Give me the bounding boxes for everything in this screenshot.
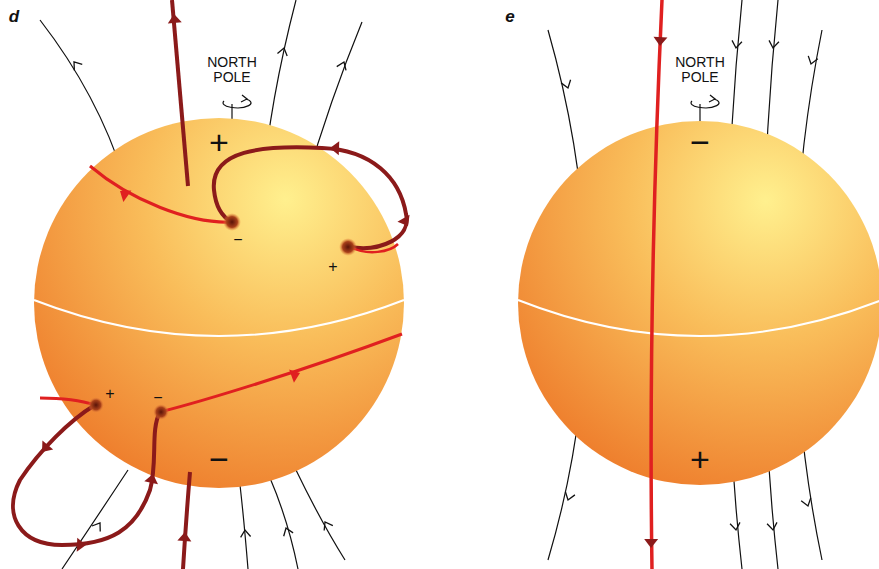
panel-letter: e (505, 8, 514, 27)
polarity-sign: + (690, 441, 710, 478)
polarity-sign: + (328, 258, 337, 276)
polarity-sign: − (209, 441, 229, 478)
pole-label: NORTH POLE (200, 55, 264, 86)
polarity-sign: − (153, 389, 162, 407)
polarity-sign: + (105, 385, 114, 403)
panel-letter: d (9, 8, 19, 27)
polarity-sign: + (209, 124, 229, 161)
polarity-sign: − (233, 231, 242, 249)
pole-label: NORTH POLE (668, 55, 732, 86)
polarity-sign: − (690, 124, 710, 161)
